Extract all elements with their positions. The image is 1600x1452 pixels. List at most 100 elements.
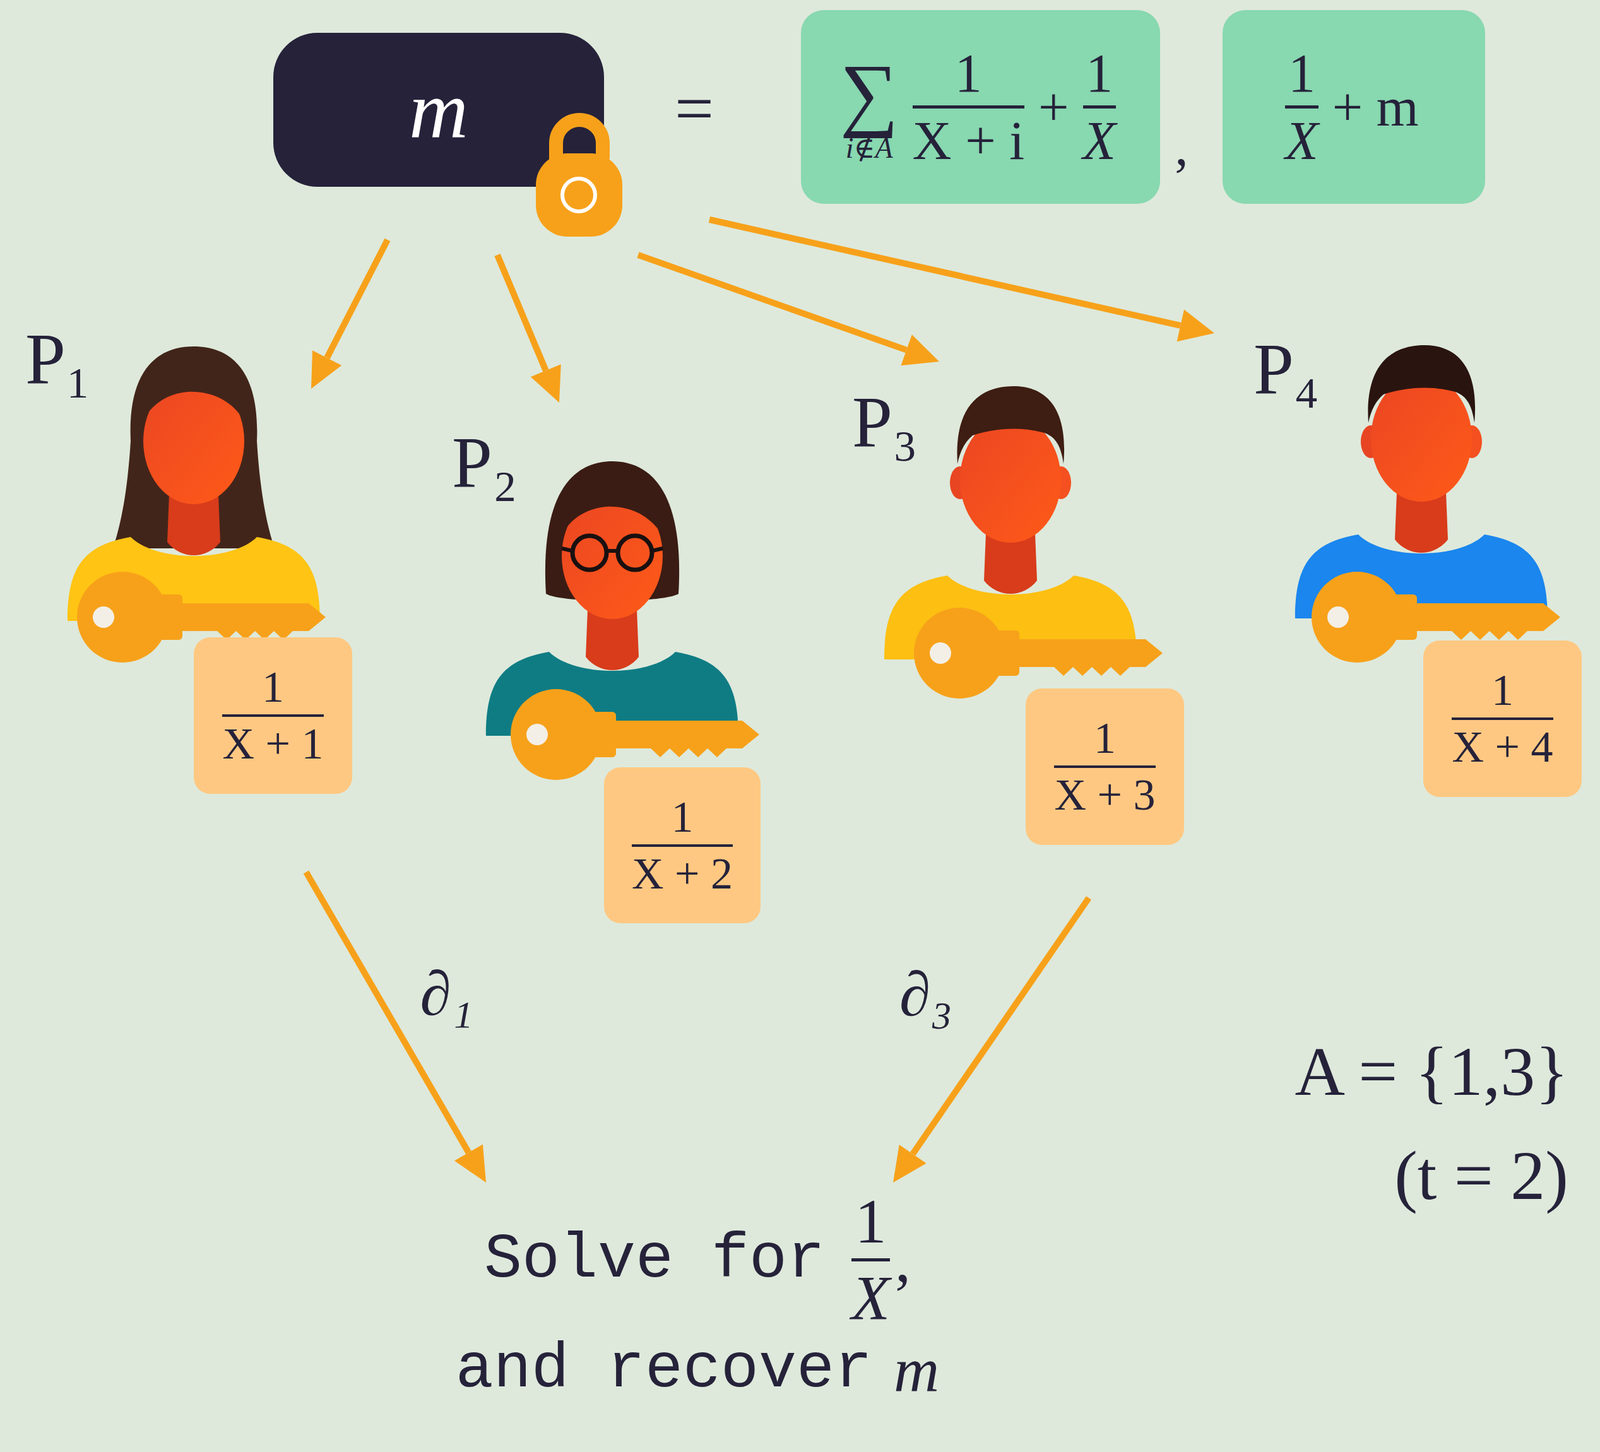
arrowhead — [893, 1144, 927, 1183]
lock-shackle — [556, 119, 603, 160]
fraction-bar — [1054, 765, 1156, 769]
graphic-part — [606, 549, 618, 553]
text-row: 1X+ m — [1280, 46, 1428, 168]
text-row: Solve for1X, — [484, 1190, 911, 1330]
fraction-bar — [851, 1258, 890, 1262]
edge-label: ∂₁ — [415, 956, 477, 1032]
graphic-part — [1370, 375, 1472, 502]
party: P₃1X + 3 — [871, 365, 1187, 849]
text: m — [408, 68, 469, 151]
text-row: 1 X + 3 — [1048, 716, 1161, 818]
graphic-part — [960, 416, 1061, 543]
graphic-part — [651, 548, 663, 552]
text-row: m — [408, 68, 469, 151]
connector-line — [497, 254, 546, 371]
connector-arrow — [893, 898, 1089, 1183]
sum-sign: ∑ — [840, 51, 899, 134]
connector-arrow — [709, 219, 1215, 342]
party-label: P₄ — [1253, 332, 1320, 406]
numerator: 1 — [1085, 46, 1113, 101]
arrowhead — [311, 350, 342, 389]
lock-body — [535, 153, 623, 237]
fraction: 1X — [1285, 46, 1319, 168]
sum-index: i∉A — [845, 133, 894, 163]
person-figure — [1295, 345, 1548, 619]
connector-line — [326, 239, 388, 358]
locked-message: m — [273, 32, 605, 187]
text: Solve for — [484, 1228, 825, 1292]
numerator: 1 — [261, 665, 285, 710]
fraction: 1X + 1 — [222, 665, 324, 767]
annotation: A = {1,3} — [1294, 1037, 1569, 1107]
denominator: X + 3 — [1054, 773, 1156, 818]
numerator: 1 — [1093, 716, 1116, 761]
text-row: 1X + 2 — [626, 795, 738, 897]
party-label: P₁ — [25, 322, 91, 396]
graphic-part — [956, 386, 1065, 464]
secret-key-box: 1X + 1 — [193, 637, 353, 795]
ciphertext-part: 1X+ m — [1222, 10, 1486, 204]
text-row: 1 X + 4 — [1446, 668, 1558, 770]
graphic-part — [561, 548, 573, 552]
denominator: X + i — [912, 113, 1026, 168]
fraction-bar — [1451, 717, 1553, 721]
ciphertext-part: ∑i∉A1X + i+1X — [800, 10, 1161, 204]
text: , — [894, 1228, 911, 1292]
numerator: 1 — [1491, 668, 1514, 713]
graphic-part — [572, 535, 607, 570]
text-row: and recover m — [455, 1338, 940, 1402]
annotation: = — [674, 73, 714, 144]
party-label: P₃ — [852, 385, 918, 459]
connector-arrow — [638, 254, 940, 366]
fraction: 1 X + i — [912, 46, 1026, 168]
text-row: 1X + 1 — [217, 665, 329, 767]
connector-arrow — [311, 239, 388, 389]
arrowhead — [1177, 309, 1215, 343]
fraction-bar — [1285, 105, 1319, 109]
key-icon — [510, 689, 760, 781]
party-label: P₂ — [451, 426, 518, 499]
party: P₂1X + 2 — [479, 406, 764, 928]
denominator: X — [1083, 113, 1117, 168]
denominator: X — [1285, 113, 1319, 168]
party: P₄1X + 4 — [1199, 337, 1585, 798]
fraction-bar — [1083, 105, 1117, 109]
fraction: 1X + 2 — [631, 795, 733, 897]
person-figure — [485, 461, 739, 736]
edge-label: ∂₃ — [895, 956, 957, 1032]
arrowhead — [530, 364, 562, 403]
graphic-part — [140, 351, 247, 426]
denominator: X — [851, 1266, 890, 1330]
secret-key-box: 1 X + 3 — [1025, 688, 1185, 846]
connector-line — [638, 254, 907, 351]
key-icon — [913, 607, 1163, 699]
denominator: X + 4 — [1451, 725, 1553, 770]
party: P₁1X + 1 — [63, 392, 360, 797]
fraction: 1 X + 4 — [1451, 668, 1553, 770]
fraction-bar — [222, 714, 324, 718]
fraction-bar — [631, 844, 733, 848]
annotation: (t = 2) — [1394, 1141, 1569, 1211]
lock-keyhole — [562, 178, 596, 212]
graphic-part — [617, 535, 652, 570]
numerator: 1 — [1288, 46, 1316, 101]
connector-arrow — [306, 872, 486, 1183]
arrowhead — [454, 1144, 486, 1183]
graphic-part — [559, 466, 666, 541]
text: + m — [1332, 80, 1419, 135]
secret-key-box: 1X + 2 — [604, 767, 761, 924]
text-row: ∑i∉A1X + i+1X — [840, 46, 1121, 168]
text: and recover — [455, 1338, 873, 1402]
arrowhead — [900, 334, 940, 366]
numerator: 1 — [954, 46, 983, 101]
lock-icon — [525, 95, 652, 286]
secret-key-box: 1 X + 4 — [1423, 640, 1582, 798]
fraction: 1 X + 3 — [1054, 716, 1156, 818]
fraction-bar — [912, 105, 1026, 109]
numerator: 1 — [671, 795, 694, 840]
connector-line — [709, 219, 1181, 326]
sum-operator: ∑i∉A — [840, 51, 899, 163]
text: m — [893, 1338, 940, 1402]
